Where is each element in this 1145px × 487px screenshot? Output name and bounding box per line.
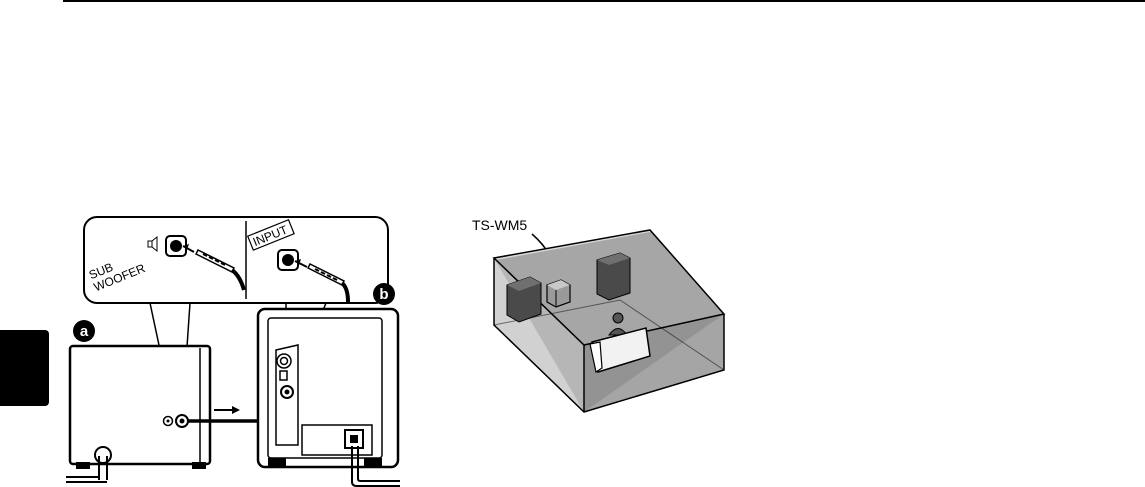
subwoofer-model-label: TS-WM5 — [472, 217, 527, 233]
left-speaker — [507, 277, 541, 322]
right-speaker — [597, 253, 630, 300]
subwoofer-ts-wm5 — [547, 280, 570, 307]
